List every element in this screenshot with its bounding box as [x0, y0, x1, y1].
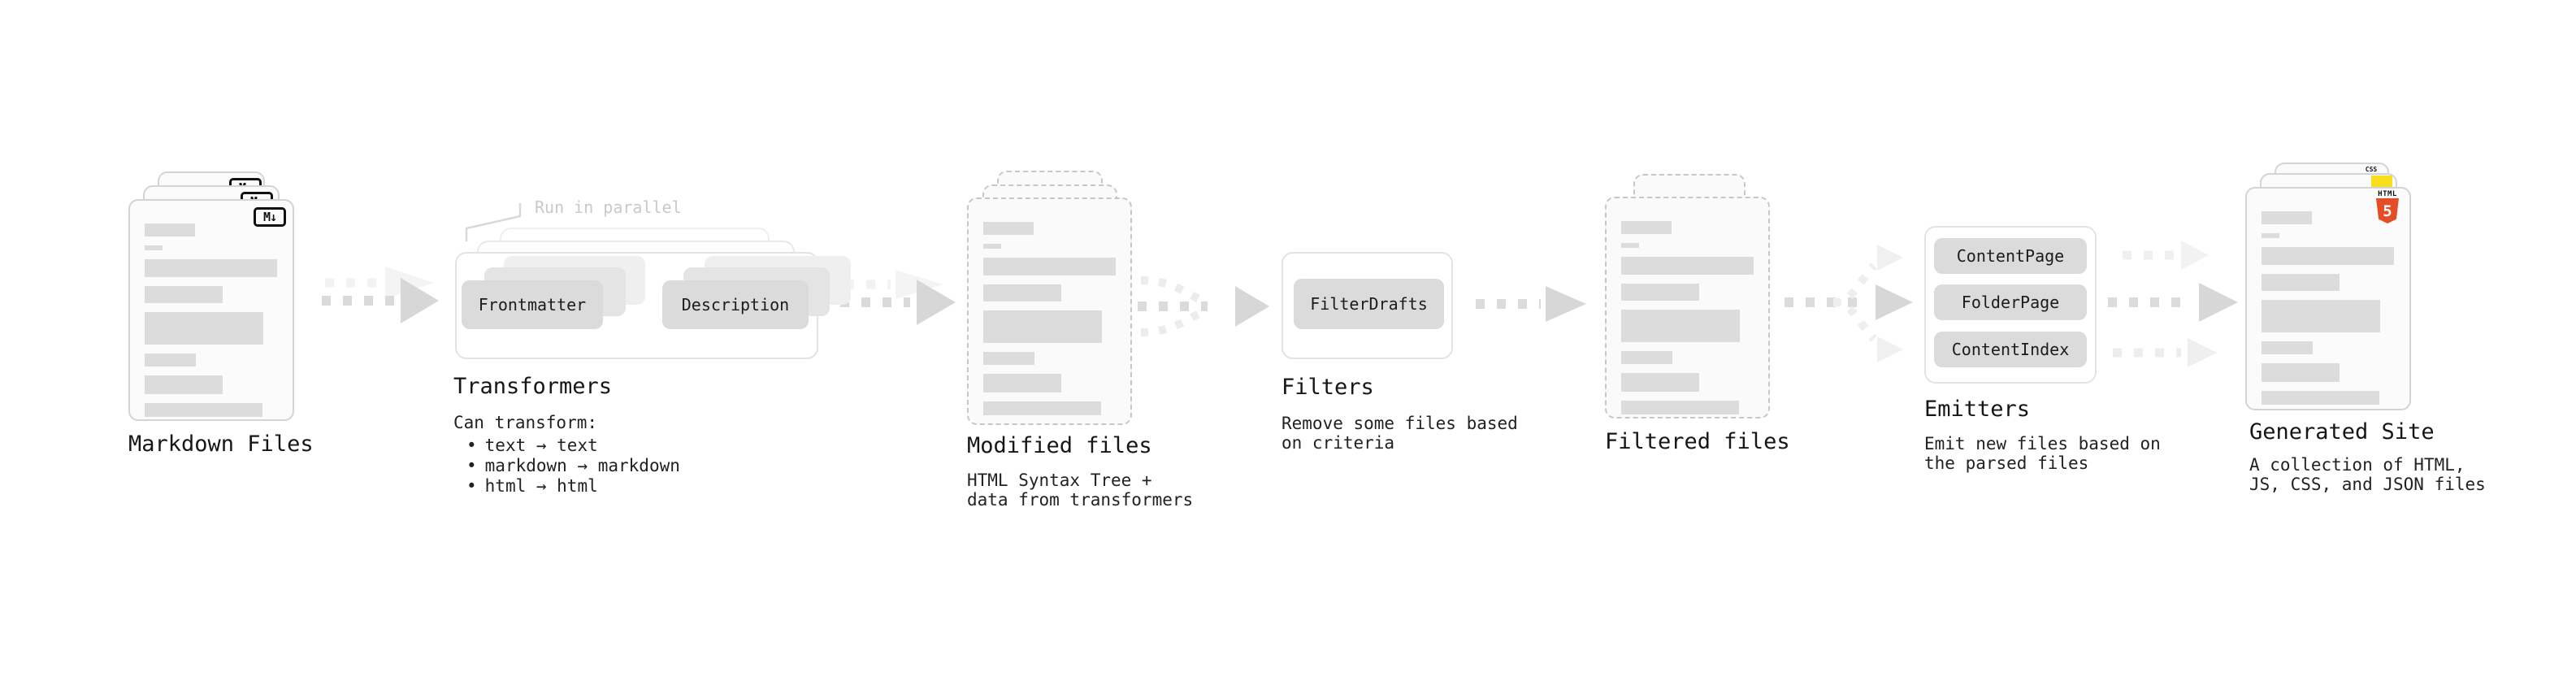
bullet-item: • text → text	[466, 436, 680, 456]
doc-text-line	[1621, 284, 1699, 301]
doc-text-line	[983, 401, 1101, 415]
bullet-marker: •	[466, 436, 477, 455]
modified-files-title: Modified files	[967, 433, 1152, 458]
generated-site-title: Generated Site	[2249, 419, 2435, 445]
doc-placeholder-lines	[1621, 221, 1754, 414]
bullet-item: • html → html	[466, 476, 680, 497]
doc-text-line	[145, 375, 223, 394]
doc-text-line	[145, 312, 263, 345]
file-card-front	[1605, 197, 1770, 419]
arrow-transformers-to-modified	[840, 270, 956, 325]
doc-text-line	[983, 284, 1061, 301]
doc-text-line	[983, 352, 1034, 365]
doc-text-line	[145, 286, 223, 303]
emitters-subtitle: Emit new files based on the parsed files	[1924, 434, 2161, 473]
emitters-title: Emitters	[1924, 397, 2031, 422]
doc-text-line	[1621, 310, 1740, 342]
file-card-front	[967, 197, 1132, 425]
doc-text-line	[2262, 233, 2279, 238]
doc-text-line	[2262, 274, 2340, 291]
description-pill: Description	[662, 280, 809, 329]
filters-title: Filters	[1281, 375, 1374, 400]
doc-text-line	[145, 354, 196, 367]
arrow-filters-to-filtered	[1476, 286, 1586, 322]
bullet-text: html → html	[484, 476, 598, 496]
doc-text-line	[2262, 341, 2313, 354]
doc-text-line	[2262, 247, 2394, 265]
doc-text-line	[145, 259, 277, 277]
doc-text-line	[2262, 391, 2379, 405]
filters-subtitle: Remove some files based on criteria	[1281, 414, 1518, 453]
bullet-item: • markdown → markdown	[466, 456, 680, 476]
contentpage-pill: ContentPage	[1934, 238, 2087, 274]
doc-text-line	[983, 258, 1116, 275]
generated-site-subtitle: A collection of HTML, JS, CSS, and JSON …	[2249, 455, 2486, 494]
contentindex-pill: ContentIndex	[1934, 332, 2087, 367]
doc-text-line	[1621, 401, 1739, 414]
frontmatter-pill: Frontmatter	[462, 280, 603, 329]
doc-text-line	[145, 245, 163, 250]
modified-files-subtitle: HTML Syntax Tree + data from transformer…	[967, 471, 1194, 510]
bullet-marker: •	[466, 476, 477, 496]
arrow-filtered-to-emitters	[1785, 245, 1913, 362]
bullet-text: markdown → markdown	[484, 456, 680, 475]
stage-modified-files	[967, 171, 1162, 431]
doc-placeholder-lines	[983, 222, 1116, 415]
doc-text-line	[145, 223, 195, 236]
stage-markdown-files: M↓ M↓ M↓	[128, 171, 340, 440]
html5-shield: 5	[2376, 198, 2399, 223]
folderpage-pill: FolderPage	[1934, 284, 2087, 320]
doc-text-line	[1621, 351, 1672, 364]
doc-text-line	[983, 222, 1034, 235]
doc-text-line	[2262, 363, 2340, 382]
transformers-title: Transformers	[453, 374, 613, 399]
html5-word: HTML	[2378, 190, 2397, 198]
file-card-front	[2245, 187, 2411, 410]
doc-text-line	[145, 403, 262, 417]
bullet-text: text → text	[484, 436, 598, 455]
markdown-files-title: Markdown Files	[128, 432, 314, 457]
file-card-front	[128, 199, 294, 421]
run-in-parallel-note: Run in parallel	[535, 197, 682, 217]
css-word: CSS	[2365, 166, 2378, 173]
doc-text-line	[2262, 300, 2380, 332]
doc-placeholder-lines	[2262, 211, 2394, 405]
doc-text-line	[983, 374, 1061, 393]
transformers-bullet-list: • text → text • markdown → markdown • ht…	[466, 436, 680, 497]
html5-icon: HTML 5	[2375, 191, 2400, 223]
transformers-subtitle: Can transform:	[453, 413, 598, 432]
doc-placeholder-lines	[145, 223, 277, 417]
doc-text-line	[1621, 221, 1672, 234]
markdown-icon: M↓	[254, 207, 286, 227]
doc-text-line	[2262, 211, 2312, 224]
doc-text-line	[983, 310, 1102, 343]
doc-text-line	[1621, 373, 1699, 392]
bullet-marker: •	[466, 456, 477, 475]
filtered-files-title: Filtered files	[1605, 429, 1790, 454]
doc-text-line	[983, 244, 1001, 249]
stage-generated-site: CSS HTML 5	[2245, 159, 2457, 427]
filterdrafts-pill: FilterDrafts	[1294, 279, 1444, 329]
doc-text-line	[1621, 243, 1639, 248]
doc-text-line	[1621, 257, 1754, 275]
stage-filtered-files	[1605, 174, 1800, 434]
arrow-emitters-to-generated	[2108, 241, 2238, 367]
